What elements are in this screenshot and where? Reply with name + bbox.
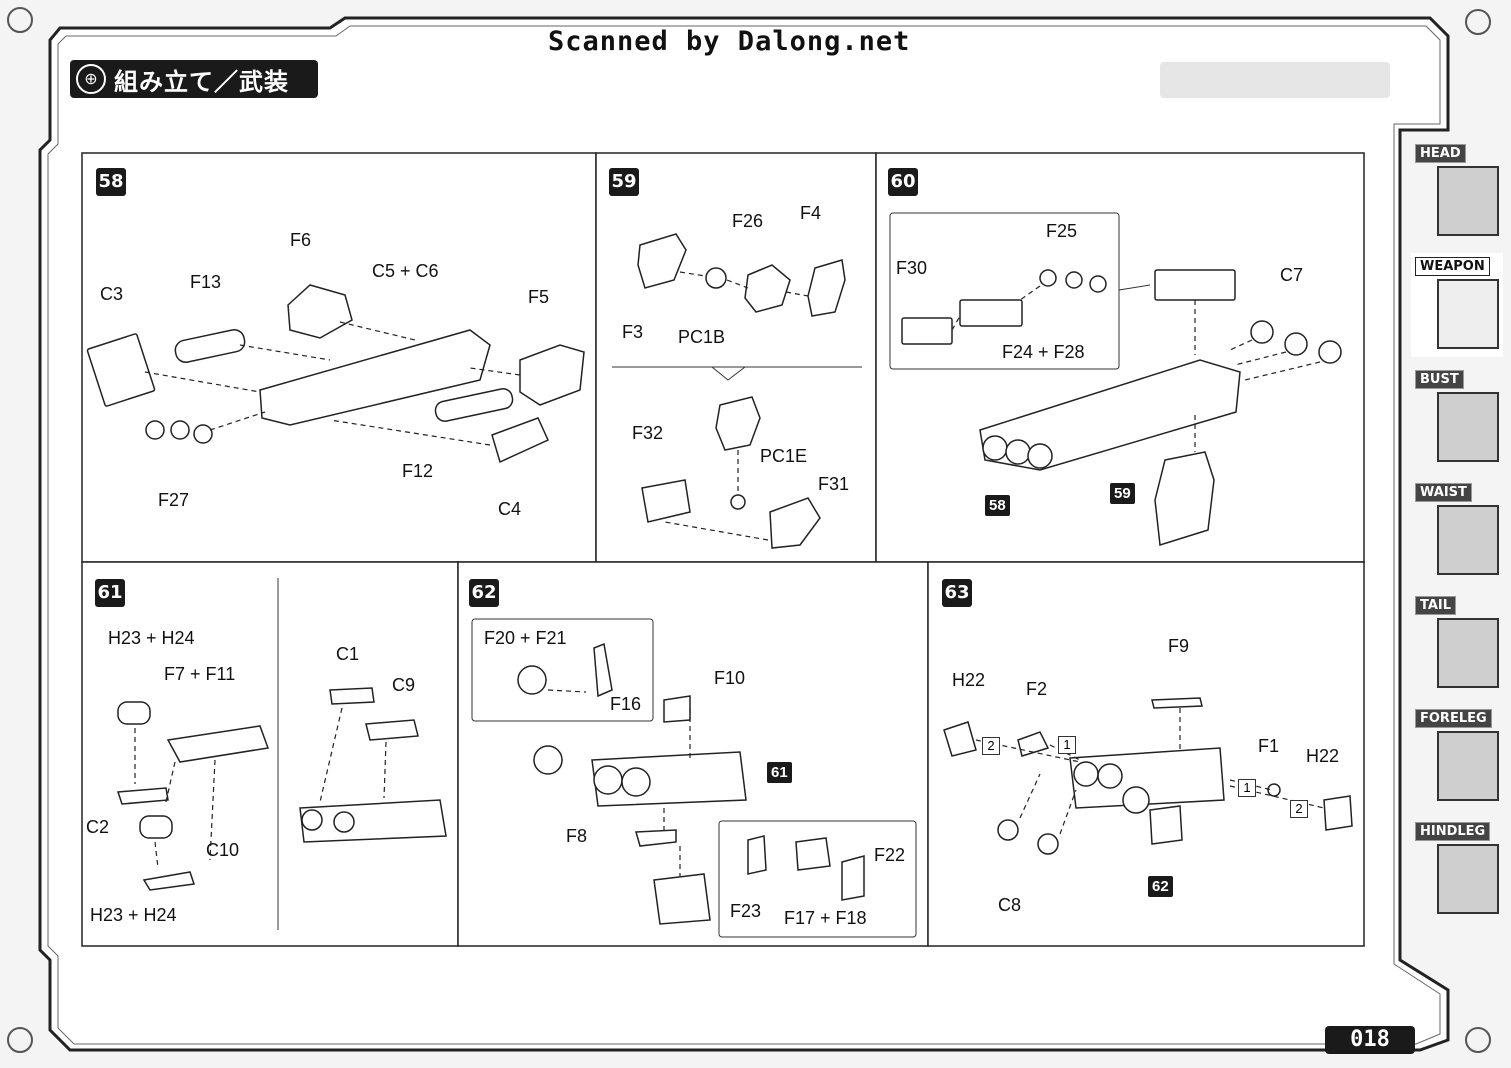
part-label: F4 (800, 203, 822, 223)
foreleg-thumbnail-icon (1437, 731, 1499, 801)
waist-thumbnail-icon (1437, 505, 1499, 575)
part-label: F8 (566, 826, 588, 846)
part-label: F27 (158, 490, 190, 510)
tab-label: BUST (1415, 370, 1464, 389)
part-label: F3 (622, 322, 644, 342)
section-title-tab: ⊕ 組み立て／武装 (70, 60, 318, 98)
part-label: F30 (896, 258, 928, 278)
step-reference-badge: 58 (985, 495, 1010, 516)
tab-tail[interactable]: TAIL (1411, 592, 1503, 696)
tab-head[interactable]: HEAD (1411, 140, 1503, 244)
tab-foreleg[interactable]: FORELEG (1411, 705, 1503, 809)
part-label: F32 (632, 423, 664, 443)
step-reference-badge: 61 (767, 762, 792, 783)
order-number: 1 (1238, 779, 1256, 797)
part-label: PC1B (678, 327, 726, 347)
tab-label: WAIST (1415, 483, 1472, 502)
tab-hindleg[interactable]: HINDLEG (1411, 818, 1503, 922)
order-number: 2 (982, 737, 1000, 755)
step-number: 61 (95, 579, 125, 607)
step-number: 58 (96, 168, 126, 196)
tab-label: TAIL (1415, 596, 1457, 615)
hindleg-thumbnail-icon (1437, 844, 1499, 914)
section-title: 組み立て／武装 (114, 67, 289, 96)
head-thumbnail-icon (1437, 166, 1499, 236)
part-label: F24 + F28 (1002, 342, 1085, 362)
tab-weapon[interactable]: WEAPON (1411, 253, 1503, 357)
part-label: F6 (290, 230, 312, 250)
part-label: C8 (998, 895, 1022, 915)
tab-label: HEAD (1415, 144, 1466, 163)
step-number: 59 (609, 168, 639, 196)
part-label: F26 (732, 211, 764, 231)
bust-thumbnail-icon (1437, 392, 1499, 462)
part-label: F5 (528, 287, 550, 307)
page-number: 018 (1325, 1026, 1415, 1054)
part-label: H22 (952, 670, 986, 690)
order-number: 1 (1058, 736, 1076, 754)
part-label: C2 (86, 817, 110, 837)
tail-thumbnail-icon (1437, 618, 1499, 688)
part-label: H23 + H24 (108, 628, 195, 648)
part-label: F31 (818, 474, 850, 494)
part-label: F9 (1168, 636, 1190, 656)
part-label: PC1E (760, 446, 808, 466)
part-label: F16 (610, 694, 642, 714)
step-number: 62 (469, 579, 499, 607)
part-label: F2 (1026, 679, 1048, 699)
step-number: 60 (888, 168, 918, 196)
part-label: F20 + F21 (484, 628, 567, 648)
part-label: F10 (714, 668, 746, 688)
step-reference-badge: 59 (1110, 483, 1135, 504)
tab-label: WEAPON (1415, 257, 1490, 276)
part-label: F12 (402, 461, 434, 481)
part-label: F1 (1258, 736, 1280, 756)
part-label: C1 (336, 644, 360, 664)
crosshair-icon: ⊕ (76, 64, 106, 94)
part-label: H22 (1306, 746, 1340, 766)
part-label: C5 + C6 (372, 261, 439, 281)
part-label: F7 + F11 (164, 664, 236, 684)
step-reference-badge: 62 (1148, 876, 1173, 897)
part-label: C10 (206, 840, 240, 860)
weapon-thumbnail-icon (1437, 279, 1499, 349)
part-label: F17 + F18 (784, 908, 867, 928)
tab-label: HINDLEG (1415, 822, 1491, 841)
part-label: F22 (874, 845, 906, 865)
part-label: F25 (1046, 221, 1078, 241)
part-label: C9 (392, 675, 416, 695)
part-label: C7 (1280, 265, 1304, 285)
tab-bust[interactable]: BUST (1411, 366, 1503, 470)
part-label: F13 (190, 272, 222, 292)
part-label: H23 + H24 (90, 905, 177, 925)
tab-label: FORELEG (1415, 709, 1492, 728)
part-label: F23 (730, 901, 762, 921)
tab-waist[interactable]: WAIST (1411, 479, 1503, 583)
scan-credit: Scanned by Dalong.net (548, 26, 911, 57)
part-label: C3 (100, 284, 124, 304)
step-number: 63 (942, 579, 972, 607)
order-number: 2 (1290, 800, 1308, 818)
part-label: C4 (498, 499, 522, 519)
